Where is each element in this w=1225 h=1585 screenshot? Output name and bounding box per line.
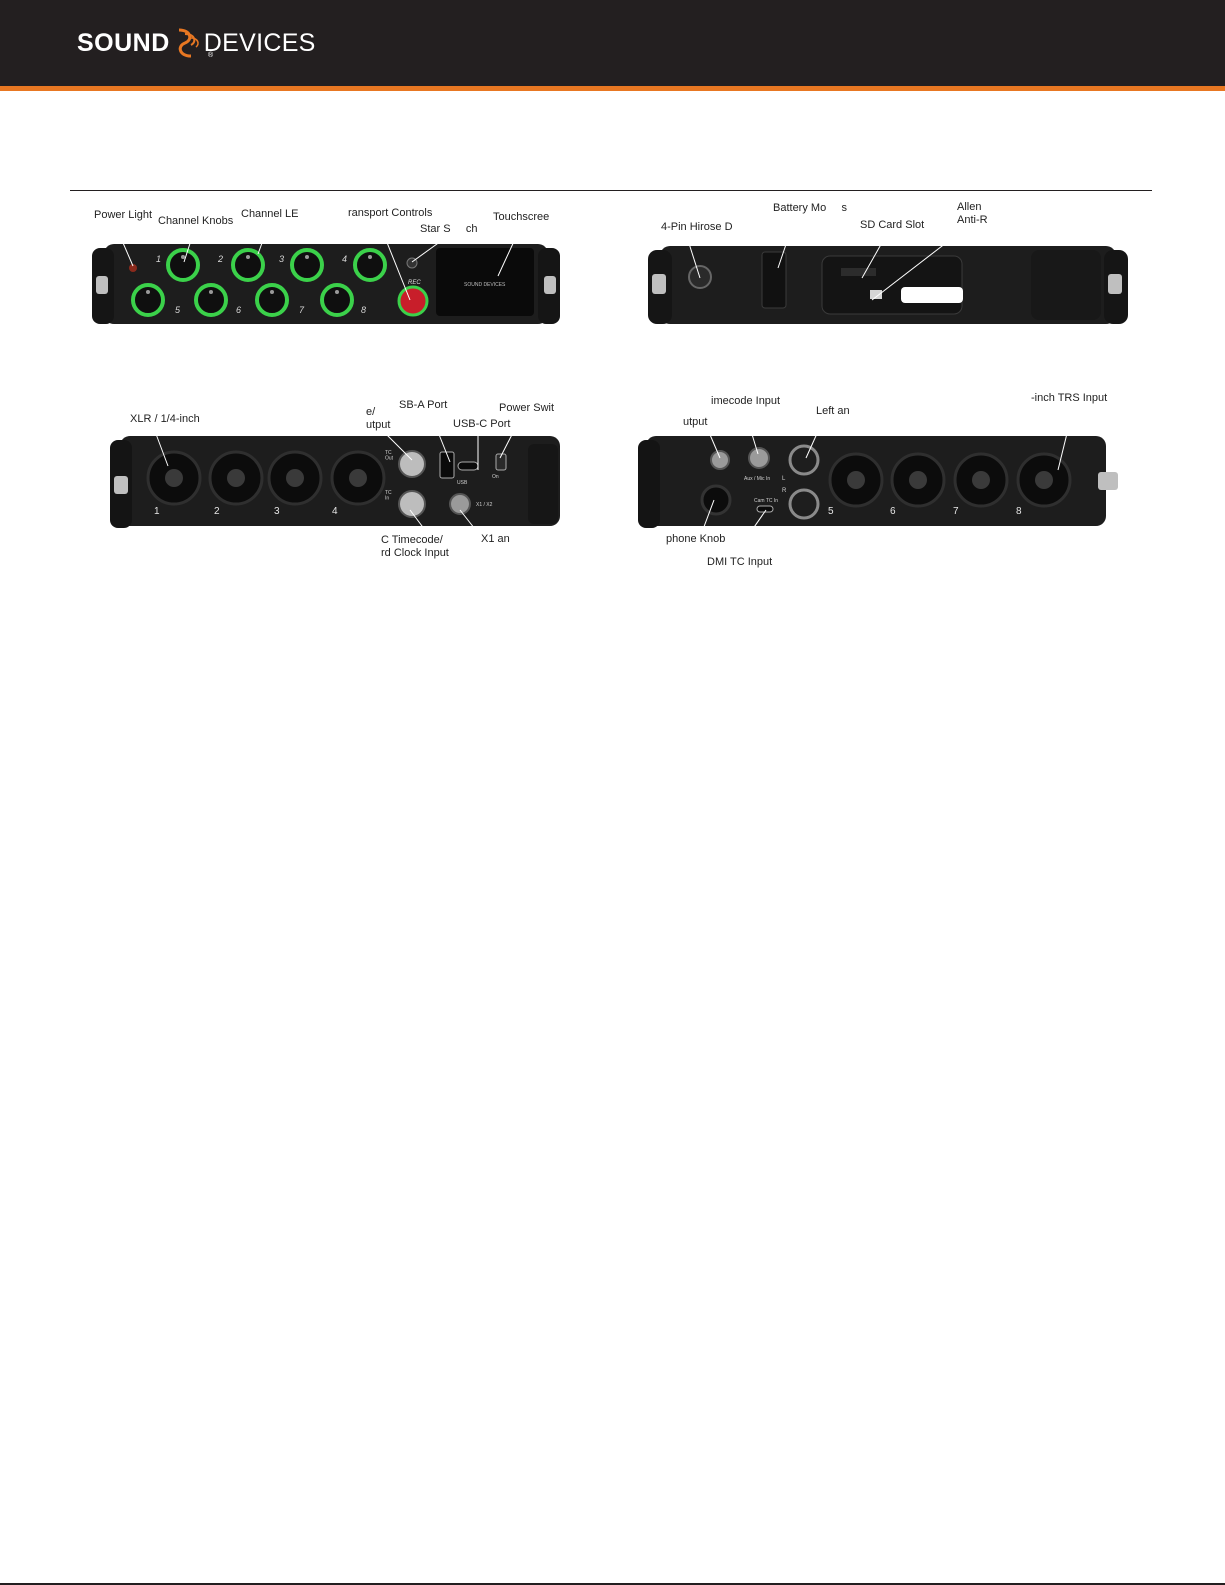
label-power-switch: Power Swit (499, 402, 555, 414)
label-headphone-output: utput (683, 416, 708, 428)
label-usb-c-port: USB-C Port (453, 418, 511, 430)
tc-in-bnc-icon (398, 490, 426, 518)
hdmi-tc-input-icon (756, 505, 774, 513)
left-ch-4: 4 (332, 506, 338, 517)
top-ch-1: 1 (156, 254, 161, 264)
left-ch-2: 2 (214, 506, 220, 517)
left-x1x2-text: X1 / X2 (476, 502, 493, 508)
top-ch-5: 5 (175, 305, 181, 315)
device-side-view (648, 246, 1128, 324)
right-l-text: L (782, 476, 786, 482)
left-on-text: On (492, 474, 499, 480)
sd-label-plate (901, 287, 963, 303)
top-ch-7: 7 (299, 305, 305, 315)
tc-out-bnc-icon (398, 450, 426, 478)
logo-registered-mark: ® (208, 52, 214, 59)
headphone-output-jack-icon (710, 450, 730, 470)
left-ch-1: 1 (154, 506, 160, 517)
logo-wave-icon (178, 28, 199, 58)
star-switch-icon (406, 257, 418, 269)
channel-knob-1 (166, 248, 200, 282)
aux-mic-in-jack-icon (748, 447, 770, 469)
left-ch-3: 3 (274, 506, 280, 517)
label-transport-controls: ransport Controls (348, 207, 433, 219)
record-button (397, 285, 429, 317)
label-battery-mount: Battery Mo s (773, 202, 847, 214)
hirose-connector-icon (688, 265, 712, 289)
header-bar (0, 0, 1225, 86)
top-ch-4: 4 (342, 254, 347, 264)
label-channel-led: Channel LE (241, 208, 299, 220)
right-r-text: R (782, 488, 787, 494)
label-tc-output: e/ utput (366, 406, 391, 431)
channel-knob-8 (320, 283, 354, 317)
top-rec-text: REC (408, 280, 421, 286)
label-touchscreen: Touchscree (493, 211, 550, 223)
allen-screw-icon (870, 290, 882, 299)
right-ch-5: 5 (828, 506, 834, 517)
sd-card-slot (841, 268, 876, 276)
x1-x2-connector-icon (449, 493, 471, 515)
battery-mount-icon (761, 251, 787, 309)
label-usb-a-port: SB-A Port (399, 399, 448, 411)
sound-devices-logo: SOUND DEVICES (77, 26, 316, 60)
right-aux-text: Aux / Mic In (744, 476, 770, 482)
left-output-xlr-icon (788, 444, 820, 476)
channel-knob-3 (290, 248, 324, 282)
left-usb-text: USB (457, 480, 468, 486)
label-trs-input: -inch TRS Input (1031, 392, 1108, 404)
top-ch-6: 6 (236, 305, 241, 315)
right-ch-7: 7 (953, 506, 959, 517)
footer-rule (0, 1583, 1225, 1585)
channel-knob-6 (194, 283, 228, 317)
logo-word-sound: SOUND (77, 28, 170, 57)
label-hirose: 4-Pin Hirose D (661, 221, 733, 233)
section-rule (70, 190, 1152, 191)
label-channel-knobs: Channel Knobs (158, 215, 234, 227)
device-top-view: 1 2 3 4 5 6 7 8 REC SOUND DEVICES (92, 244, 560, 324)
top-ch-8: 8 (361, 305, 366, 315)
power-light-icon (129, 264, 137, 272)
channel-knob-4 (353, 248, 387, 282)
label-star-switch: Star S ch (420, 223, 478, 235)
label-tc-input: C Timecode/ rd Clock Input (381, 534, 449, 559)
label-timecode-input: imecode Input (711, 395, 781, 407)
label-x1-x2: X1 an (481, 533, 510, 545)
label-hdmi-tc-input: DMI TC Input (707, 556, 773, 568)
channel-knob-7 (255, 283, 289, 317)
top-ch-3: 3 (279, 254, 284, 264)
power-switch-icon (495, 453, 507, 471)
right-cam-tc-text: Cam TC In (754, 498, 778, 504)
headphone-knob-icon (700, 484, 732, 516)
label-xlr-input: XLR / 1/4-inch (130, 413, 200, 425)
right-output-xlr-icon (788, 488, 820, 520)
top-screen-logo: SOUND DEVICES (464, 282, 506, 288)
label-headphone-knob: phone Knob (666, 533, 726, 545)
label-sd-card-slot: SD Card Slot (860, 219, 925, 231)
usb-c-port-icon (457, 461, 479, 471)
channel-knob-2 (231, 248, 265, 282)
channel-knob-5 (131, 283, 165, 317)
usb-a-port-icon (439, 451, 455, 479)
device-right-panel: Aux / Mic In Cam TC In L R 5 6 7 8 (638, 436, 1118, 528)
top-ch-2: 2 (217, 254, 223, 264)
header-accent-stripe (0, 86, 1225, 91)
logo-word-devices: DEVICES (203, 28, 316, 57)
right-ch-8: 8 (1016, 506, 1022, 517)
label-power-light: Power Light (94, 209, 153, 221)
label-allen-anti: Allen Anti-R (957, 201, 988, 226)
right-ch-6: 6 (890, 506, 896, 517)
label-left-right: Left an (816, 405, 850, 417)
